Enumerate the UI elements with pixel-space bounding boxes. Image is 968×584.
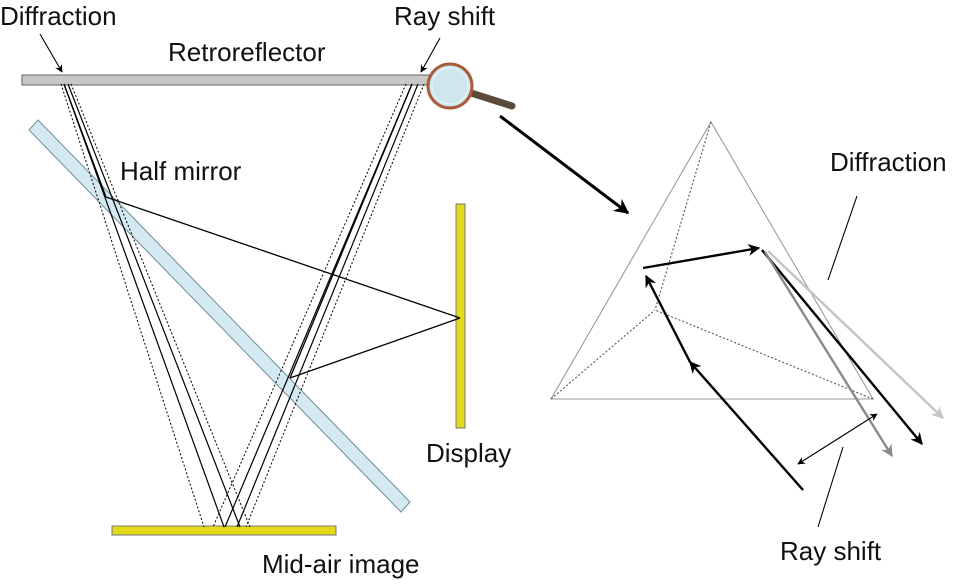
half-mirror <box>28 119 411 513</box>
ray-shift-top-pointer <box>420 37 441 73</box>
ray-shift-measure-arrow <box>797 413 878 465</box>
right-ray-bundle <box>212 83 425 528</box>
label-mid-air-image: Mid-air image <box>262 549 420 579</box>
diffraction-right-leader <box>827 195 858 281</box>
diffraction-left-pointer <box>39 33 63 73</box>
label-display: Display <box>426 438 511 468</box>
retroreflector-bar <box>21 74 435 86</box>
label-diffraction-right: Diffraction <box>830 147 947 177</box>
display-panel <box>455 203 466 429</box>
label-half-mirror: Half mirror <box>120 156 242 186</box>
mid-air-image-bar <box>111 525 337 536</box>
label-diffraction-left: Diffraction <box>0 1 117 31</box>
prism-black-rays <box>642 243 923 491</box>
zoom-arrow <box>499 114 630 215</box>
magnifier-icon <box>426 62 516 110</box>
ray-gray-output <box>763 251 894 458</box>
label-ray-shift-top: Ray shift <box>394 1 496 31</box>
label-ray-shift-bottom: Ray shift <box>780 536 882 566</box>
ray-shift-bottom-leader <box>817 446 844 528</box>
label-retroreflector: Retroreflector <box>168 37 326 67</box>
left-ray-bundle <box>60 83 251 528</box>
ray-light-output <box>767 250 944 419</box>
corner-cube-prism <box>550 120 874 400</box>
display-rays <box>105 196 461 379</box>
